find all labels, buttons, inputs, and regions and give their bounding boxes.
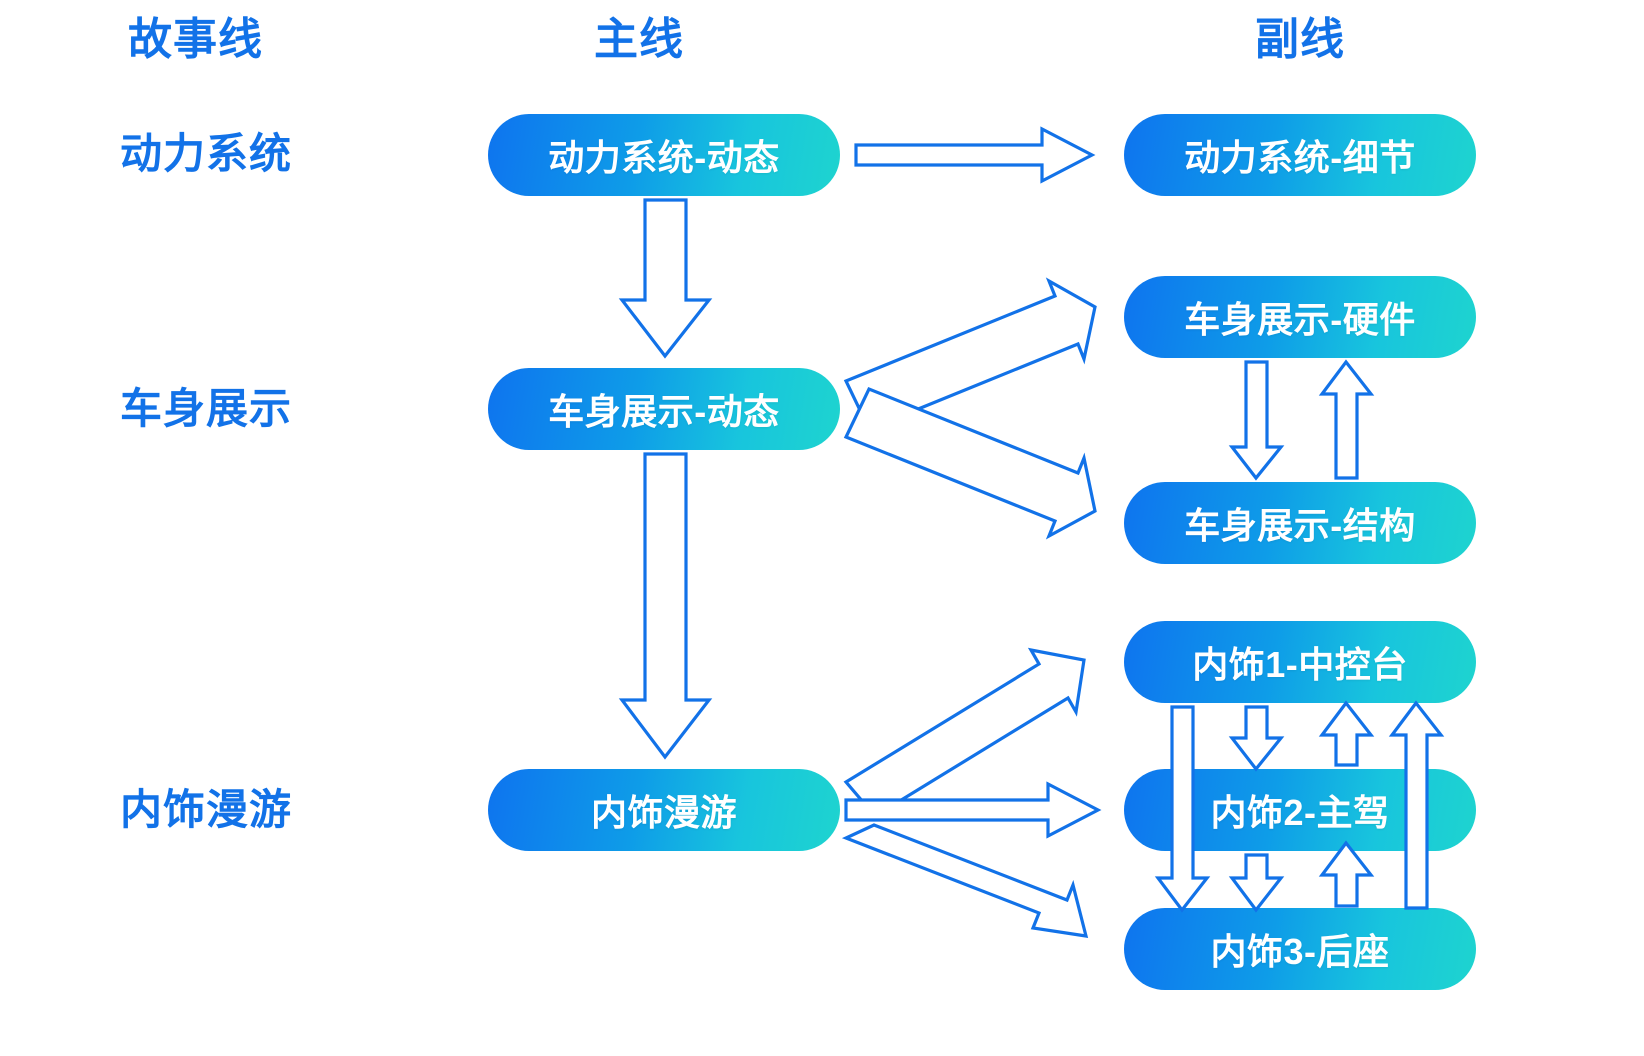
- node-body-structure[interactable]: 车身展示-结构: [1124, 482, 1476, 564]
- arrow-body-structure-to-body-hardware: [1318, 359, 1375, 480]
- node-interior1-console[interactable]: 内饰1-中控台: [1124, 621, 1476, 703]
- node-body-dynamic[interactable]: 车身展示-动态: [488, 368, 840, 450]
- arrow-interior3-rear-to-interior2-driver: [1318, 840, 1375, 908]
- arrow-interior-tour-to-interior3-rear: [841, 823, 1089, 938]
- arrow-body-dynamic-to-body-structure: [843, 386, 1097, 540]
- arrow-powertrain-dynamic-to-powertrain-detail: [854, 126, 1096, 184]
- arrow-body-dynamic-to-interior-tour: [618, 452, 713, 760]
- node-interior2-driver[interactable]: 内饰2-主驾: [1124, 769, 1476, 851]
- arrow-interior-tour-to-interior2-driver: [844, 781, 1102, 839]
- arrow-interior2-driver-to-interior1-console: [1318, 700, 1375, 767]
- node-powertrain-dynamic[interactable]: 动力系统-动态: [488, 114, 840, 196]
- column-header-sub-line: 副线: [1255, 15, 1345, 64]
- arrow-body-hardware-to-body-structure: [1228, 360, 1285, 481]
- arrow-interior1-console-to-interior2-driver: [1228, 705, 1285, 772]
- column-header-storyline: 故事线: [128, 15, 263, 64]
- row-label-powertrain: 动力系统: [120, 130, 293, 177]
- column-header-main-line: 主线: [594, 15, 684, 64]
- node-body-hardware[interactable]: 车身展示-硬件: [1124, 276, 1476, 358]
- arrow-body-dynamic-to-body-hardware: [843, 277, 1097, 432]
- arrow-interior-tour-to-interior1-console: [843, 647, 1086, 819]
- arrow-interior2-driver-to-interior3-rear: [1228, 853, 1285, 913]
- node-interior3-rear[interactable]: 内饰3-后座: [1124, 908, 1476, 990]
- arrow-powertrain-dynamic-to-body-dynamic: [618, 198, 713, 359]
- row-label-body-show: 车身展示: [120, 385, 293, 432]
- node-powertrain-detail[interactable]: 动力系统-细节: [1124, 114, 1476, 196]
- node-interior-tour[interactable]: 内饰漫游: [488, 769, 840, 851]
- row-label-interior-tour: 内饰漫游: [120, 786, 293, 833]
